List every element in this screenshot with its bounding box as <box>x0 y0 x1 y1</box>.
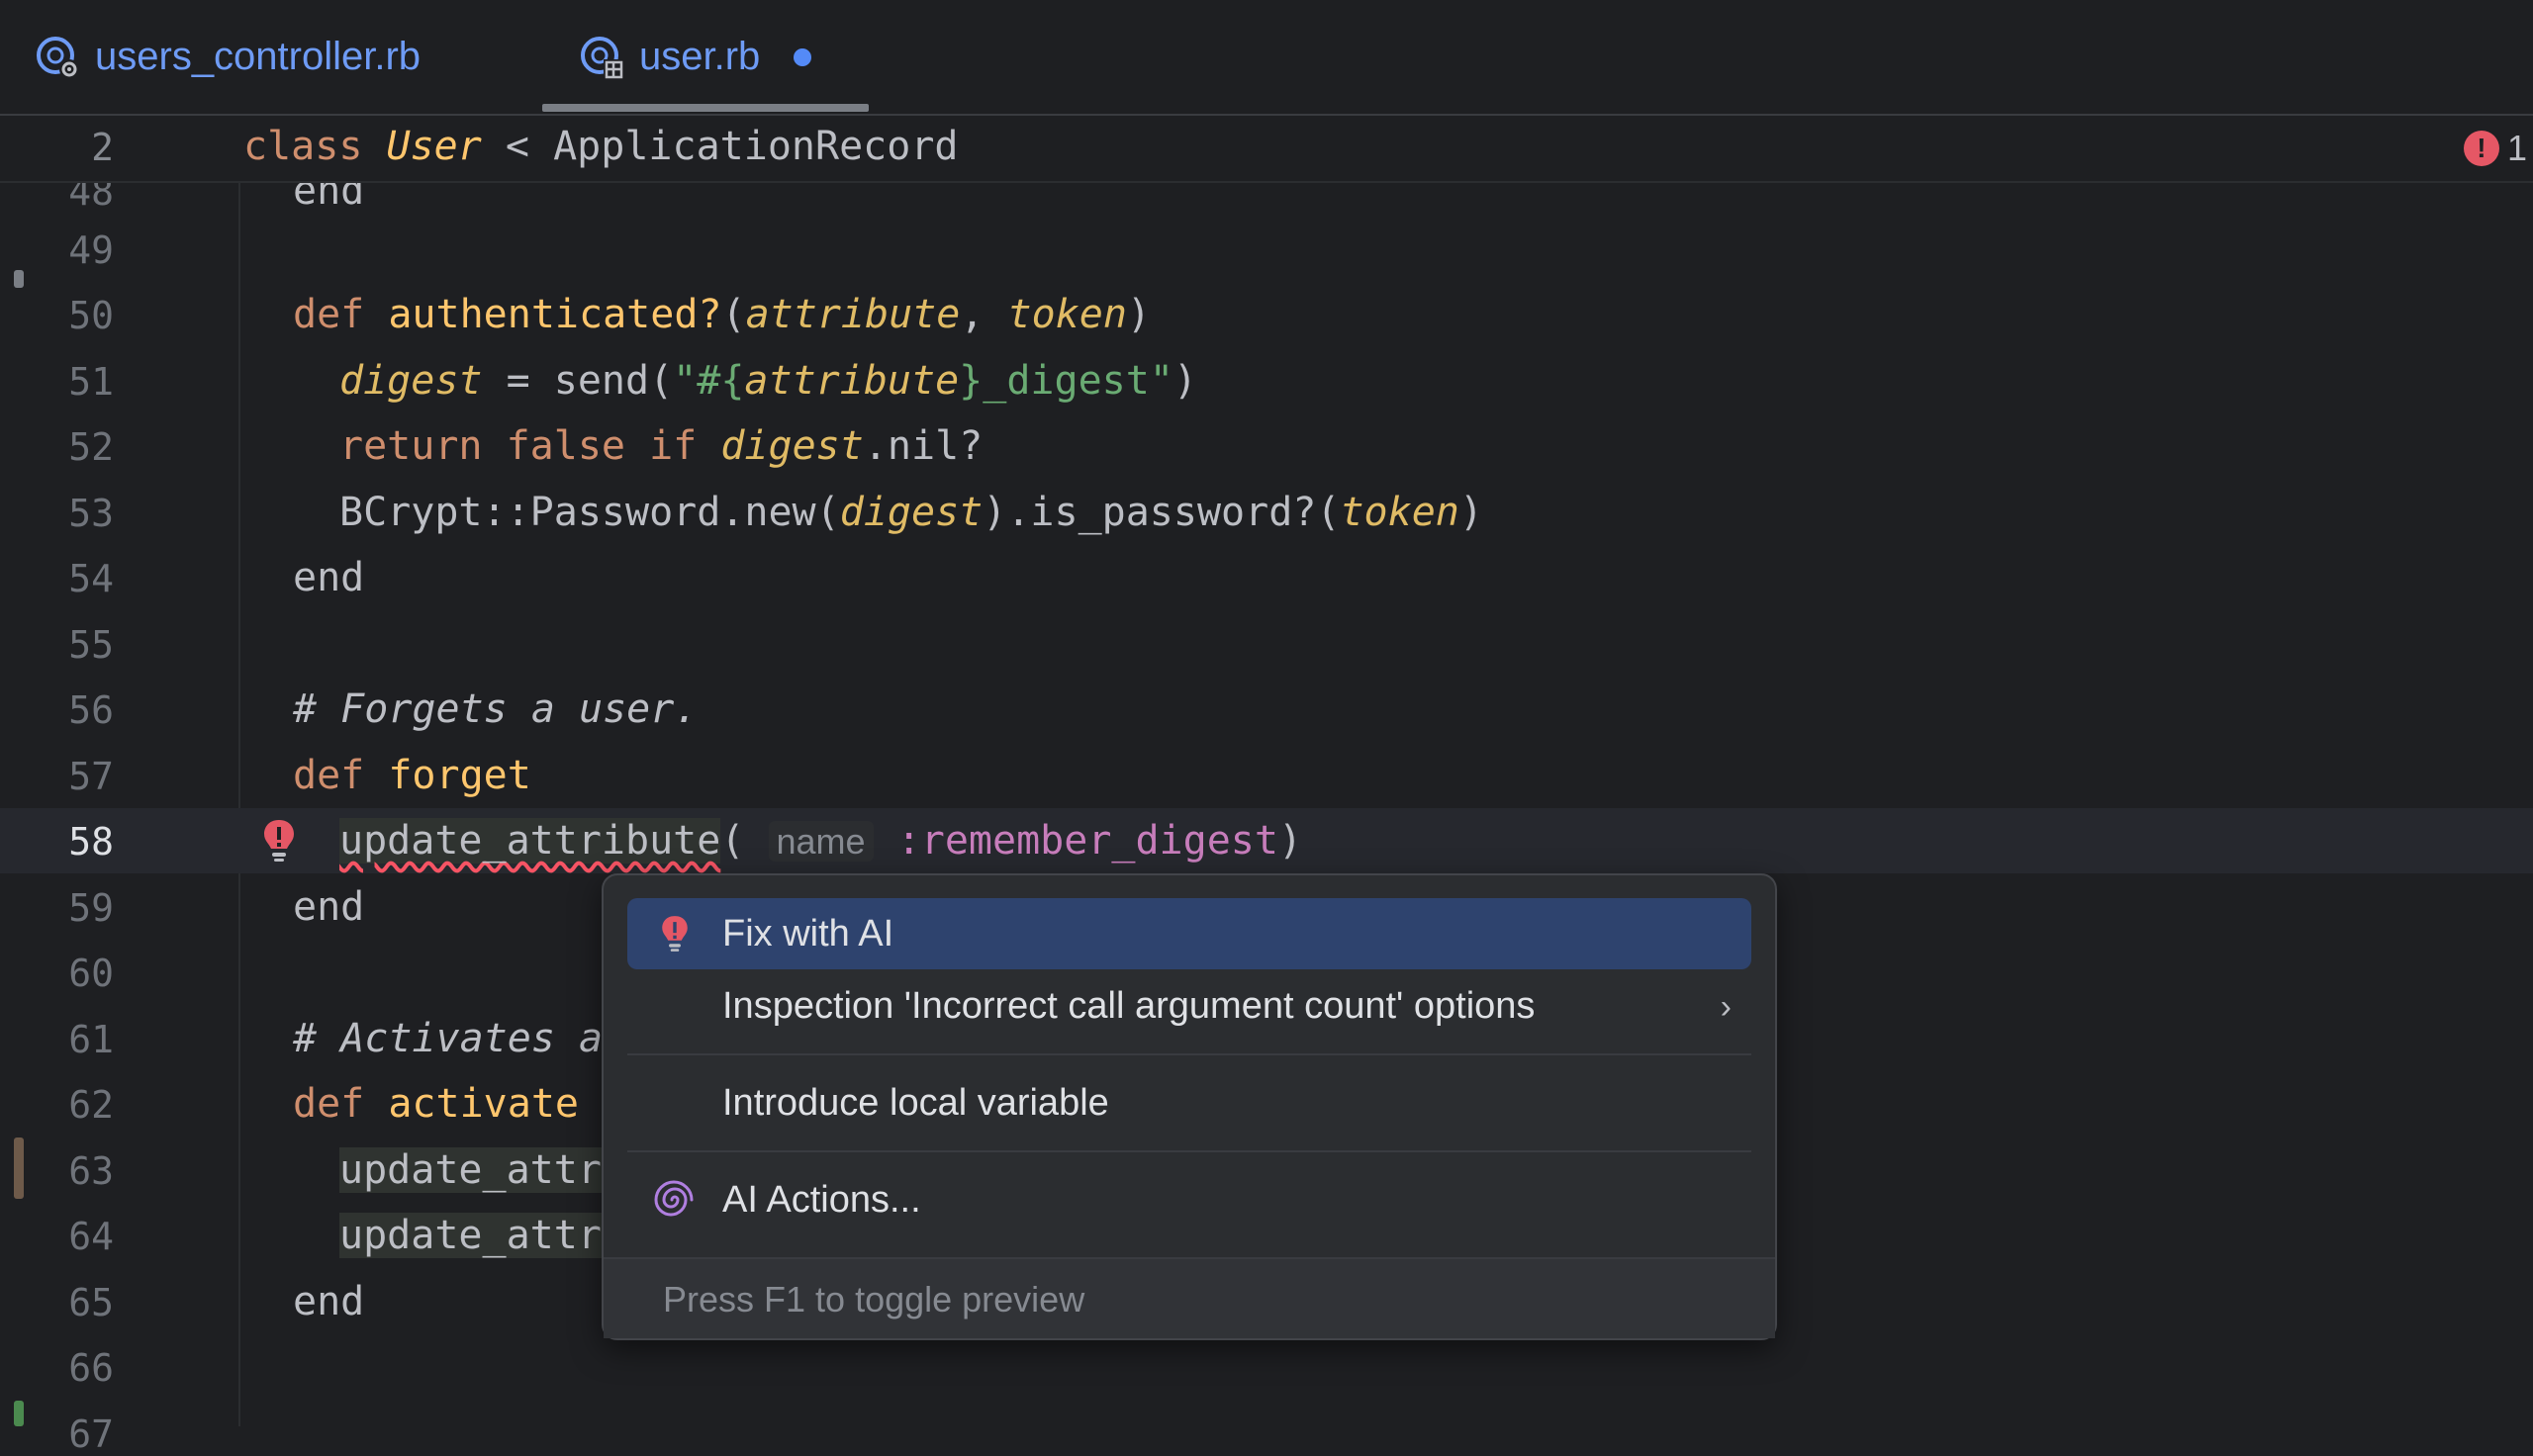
code-line[interactable]: 49 <box>68 228 114 272</box>
menu-item-fix-with-ai[interactable]: Fix with AI <box>627 898 1751 969</box>
popup-footer: Press F1 to toggle preview <box>604 1257 1775 1338</box>
menu-separator <box>627 1053 1751 1055</box>
menu-item-label: Introduce local variable <box>722 1081 1109 1124</box>
error-bulb-icon[interactable] <box>259 818 299 868</box>
code-line[interactable]: 59 end <box>68 884 365 930</box>
code-line[interactable]: 60 <box>68 952 114 995</box>
code-line[interactable]: 56 # Forgets a user. <box>68 686 699 732</box>
menu-item-ai-actions[interactable]: AI Actions... <box>627 1164 1751 1235</box>
menu-item-label: Inspection 'Incorrect call argument coun… <box>722 984 1536 1027</box>
code-line[interactable]: 52 return false if digest.nil? <box>68 423 984 469</box>
active-tab-indicator <box>542 104 869 112</box>
tab-label: users_controller.rb <box>95 35 422 78</box>
tab-user-rb[interactable]: user.rb <box>578 0 812 114</box>
error-icon: ! <box>2463 131 2499 166</box>
intention-actions-popup: Fix with AI Inspection 'Incorrect call a… <box>602 873 1777 1340</box>
error-bulb-icon <box>627 913 722 955</box>
change-marker <box>14 1401 24 1426</box>
code-line[interactable]: 63 update_attr <box>68 1147 602 1193</box>
preview-hint: Press F1 to toggle preview <box>663 1279 1085 1320</box>
parameter-hint: name <box>768 821 874 862</box>
error-count: 1 <box>2506 128 2527 168</box>
error-call: update_attribute <box>339 818 721 864</box>
code-line-current[interactable]: 58 update_attribute( name :remember_dige… <box>0 808 2533 873</box>
ruby-model-icon <box>578 34 625 81</box>
change-marker <box>14 1138 24 1199</box>
code-line[interactable]: 50 def authenticated?(attribute, token) <box>68 292 1152 337</box>
tab-users-controller[interactable]: users_controller.rb <box>34 0 421 114</box>
error-count-widget[interactable]: ! 1 <box>2463 128 2527 169</box>
menu-item-label: AI Actions... <box>722 1178 921 1221</box>
code-line[interactable]: 64 update_attr <box>68 1213 602 1258</box>
menu-item-label: Fix with AI <box>722 912 894 955</box>
ruby-controller-icon <box>34 34 81 81</box>
line-number: 2 <box>91 126 114 169</box>
code-line[interactable]: 67 <box>68 1412 114 1456</box>
code-line[interactable]: 61 # Activates a <box>68 1016 604 1061</box>
code-line[interactable]: 53 BCrypt::Password.new(digest).is_passw… <box>68 490 1483 535</box>
code-line[interactable]: 51 digest = send("#{attribute}_digest") <box>68 358 1197 404</box>
menu-separator <box>627 1150 1751 1152</box>
gutter-divider <box>238 183 240 1426</box>
code-line[interactable]: 48 end <box>68 168 365 214</box>
change-marker <box>14 270 24 288</box>
menu-item-inspection-options[interactable]: Inspection 'Incorrect call argument coun… <box>627 970 1751 1042</box>
sticky-scope-header[interactable]: 2 class User < ApplicationRecord ! 1 <box>0 116 2533 183</box>
code-line[interactable]: 65 end <box>68 1279 365 1324</box>
modified-indicator <box>794 47 812 66</box>
sticky-code: class User < ApplicationRecord <box>243 124 959 169</box>
menu-item-introduce-local-variable[interactable]: Introduce local variable <box>627 1067 1751 1138</box>
code-line[interactable]: 55 <box>68 623 114 667</box>
code-line[interactable]: 54 end <box>68 555 365 600</box>
code-line[interactable]: 57 def forget <box>68 753 531 798</box>
code-line[interactable]: 66 <box>68 1346 114 1390</box>
editor-tab-bar: users_controller.rb user.rb <box>0 0 2533 116</box>
code-line[interactable]: 62 def activate <box>68 1081 579 1127</box>
chevron-right-icon: › <box>1720 988 1732 1026</box>
ai-spiral-icon <box>627 1179 722 1221</box>
tab-label: user.rb <box>639 35 761 78</box>
